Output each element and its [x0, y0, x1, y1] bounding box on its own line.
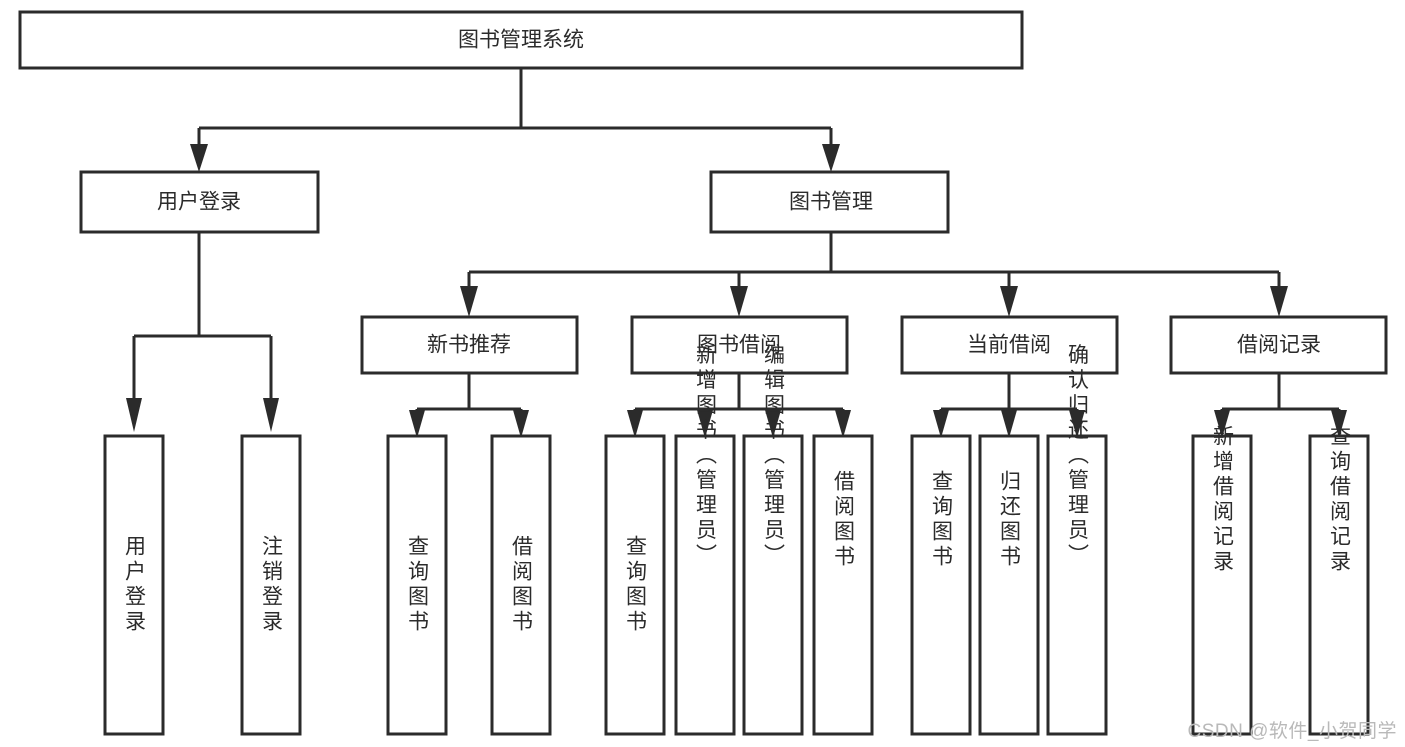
node-root-title-rect[interactable] [18, 10, 1024, 70]
leaf-return-book-rect[interactable] [978, 434, 1040, 736]
leaf-query-record[interactable]: 查询借阅记录 [1308, 425, 1370, 736]
leaf-query-book-3-label: 查询图书 [930, 470, 954, 570]
leaf-return-book-label: 归还图书 [998, 470, 1022, 570]
leaf-query-book-1-label: 查询图书 [406, 535, 430, 635]
arrow-to-new-book-recommend [460, 286, 478, 317]
leaf-query-record-label: 查询借阅记录 [1328, 425, 1352, 575]
leaf-add-book-rect[interactable] [674, 434, 736, 736]
arrow-to-current-borrow [1000, 286, 1018, 317]
arrow-to-leaf-borrow-book-2 [835, 410, 851, 438]
leaf-query-book-3-rect[interactable] [910, 434, 972, 736]
leaf-user-login-rect[interactable] [103, 434, 165, 736]
arrow-to-leaf-edit-book [765, 410, 781, 438]
leaf-borrow-book-2[interactable]: 借阅图书 [812, 434, 874, 736]
node-current-borrow-label: 当前借阅 [967, 334, 1051, 357]
leaf-borrow-book-2-rect[interactable] [812, 434, 874, 736]
arrow-to-leaf-add-book [697, 410, 713, 438]
leaf-edit-book-label: 编辑图书（管理员） [762, 344, 786, 569]
csdn-watermark: CSDN @软件_小贺同学 [1187, 721, 1397, 742]
node-borrow-record-rect[interactable] [1169, 315, 1388, 375]
leaf-query-book-3[interactable]: 查询图书 [910, 434, 972, 736]
leaf-query-record-rect[interactable] [1308, 434, 1370, 736]
node-user-login[interactable]: 用户登录 [79, 170, 320, 234]
leaf-return-book[interactable]: 归还图书 [978, 434, 1040, 736]
leaf-query-book-1-rect[interactable] [386, 434, 448, 736]
arrow-to-leaf-query-book-1 [409, 410, 425, 438]
arrow-to-leaf-confirm-return [1069, 410, 1085, 438]
node-book-borrow-rect[interactable] [630, 315, 849, 375]
leaf-add-record-label: 新增借阅记录 [1211, 425, 1235, 575]
leaf-logout-login-label: 注销登录 [260, 535, 284, 635]
node-root-title[interactable]: 图书管理系统 [18, 10, 1024, 70]
node-user-login-rect[interactable] [79, 170, 320, 234]
connector-layer [126, 68, 1347, 438]
leaf-add-book-label: 新增图书（管理员） [694, 344, 718, 569]
node-current-borrow[interactable]: 当前借阅 [900, 315, 1119, 375]
node-book-management[interactable]: 图书管理 [709, 170, 950, 234]
node-new-book-recommend-label: 新书推荐 [427, 334, 511, 357]
leaf-borrow-book-1-label: 借阅图书 [510, 535, 534, 635]
arrow-to-borrow-record [1270, 286, 1288, 317]
leaf-borrow-book-1[interactable]: 借阅图书 [490, 434, 552, 736]
arrow-to-leaf-query-record [1331, 410, 1347, 438]
node-borrow-record-label: 借阅记录 [1237, 334, 1321, 357]
node-book-borrow-label: 图书借阅 [697, 334, 781, 357]
arrow-to-leaf-add-record [1214, 410, 1230, 438]
leaf-add-book[interactable]: 新增图书（管理员） [674, 344, 736, 736]
leaf-borrow-book-1-rect[interactable] [490, 434, 552, 736]
node-book-management-rect[interactable] [709, 170, 950, 234]
leaf-user-login-label: 用户登录 [123, 535, 147, 635]
arrow-to-leaf-logout-login [263, 398, 279, 432]
node-book-borrow[interactable]: 图书借阅 [630, 315, 849, 375]
leaf-query-book-2[interactable]: 查询图书 [604, 434, 666, 736]
node-new-book-recommend-rect[interactable] [360, 315, 579, 375]
arrow-to-leaf-return-book [1001, 410, 1017, 438]
leaf-logout-login[interactable]: 注销登录 [240, 434, 302, 736]
leaf-edit-book[interactable]: 编辑图书（管理员） [742, 344, 804, 736]
arrow-to-book-borrow [730, 286, 748, 317]
leaf-confirm-return[interactable]: 确认归还（管理员） [1046, 344, 1108, 736]
arrow-root-to-user-login [190, 144, 208, 172]
leaf-confirm-return-label: 确认归还（管理员） [1066, 344, 1090, 569]
leaf-logout-login-rect[interactable] [240, 434, 302, 736]
arrow-root-to-book-management [822, 144, 840, 172]
leaf-borrow-book-2-label: 借阅图书 [832, 470, 856, 570]
node-borrow-record[interactable]: 借阅记录 [1169, 315, 1388, 375]
node-new-book-recommend[interactable]: 新书推荐 [360, 315, 579, 375]
leaf-query-book-2-rect[interactable] [604, 434, 666, 736]
leaf-edit-book-rect[interactable] [742, 434, 804, 736]
node-root-title-label: 图书管理系统 [458, 29, 584, 52]
leaf-confirm-return-rect[interactable] [1046, 434, 1108, 736]
leaf-add-record[interactable]: 新增借阅记录 [1191, 425, 1253, 736]
arrow-to-leaf-query-book-3 [933, 410, 949, 438]
arrow-to-leaf-query-book-2 [627, 410, 643, 438]
leaf-user-login[interactable]: 用户登录 [103, 434, 165, 736]
node-book-management-label: 图书管理 [789, 191, 873, 214]
node-user-login-label: 用户登录 [157, 191, 241, 214]
leaf-query-book-1[interactable]: 查询图书 [386, 434, 448, 736]
leaf-query-book-2-label: 查询图书 [624, 535, 648, 635]
arrow-to-leaf-borrow-book-1 [513, 410, 529, 438]
arrow-to-leaf-user-login [126, 398, 142, 432]
node-current-borrow-rect[interactable] [900, 315, 1119, 375]
leaf-add-record-rect[interactable] [1191, 434, 1253, 736]
